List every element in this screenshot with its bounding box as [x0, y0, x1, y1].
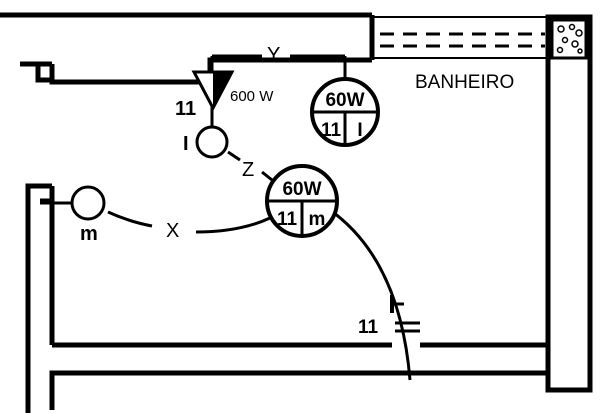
- lamp-top-control: I: [357, 120, 362, 141]
- right-wall-block: [545, 14, 593, 393]
- switch-icon: [70, 185, 106, 221]
- wiring: [40, 54, 412, 381]
- lamp-center-control: m: [309, 209, 326, 230]
- outlet-icon: [390, 295, 420, 333]
- switch-top-mark: I: [183, 133, 189, 155]
- switch-icon: [195, 125, 229, 159]
- ceiling-light-icon: [310, 77, 380, 147]
- ventilation-icon: [550, 18, 588, 60]
- label-m-left: m: [80, 223, 98, 245]
- window-opening: [372, 16, 548, 59]
- bottom-wall-lower: [49, 370, 551, 410]
- room-name: BANHEIRO: [415, 72, 514, 93]
- ceiling-light-icon: [265, 164, 339, 238]
- wire-x-left: [107, 210, 153, 228]
- label-z: Z: [242, 159, 254, 181]
- shower-icon: [191, 70, 235, 112]
- shower-power: 600 W: [230, 88, 274, 105]
- wire-arc: [329, 208, 412, 381]
- label-y: Y: [267, 44, 280, 66]
- lamp-center-power: 60W: [282, 179, 321, 200]
- wire-x-right: [195, 216, 271, 234]
- outlet-circuit: 11: [358, 317, 379, 338]
- wire-z: [227, 150, 241, 162]
- lamp-top-circuit: 11: [321, 120, 342, 141]
- label-x: X: [166, 220, 179, 242]
- shower-circuit: 11: [175, 98, 196, 120]
- walls: [0, 12, 593, 413]
- wire-z-end: [261, 170, 273, 182]
- left-wall-outer: [25, 183, 52, 413]
- top-wall-step: [35, 64, 52, 83]
- lamp-top-power: 60W: [325, 90, 364, 111]
- lamp-center-circuit: 11: [277, 209, 298, 230]
